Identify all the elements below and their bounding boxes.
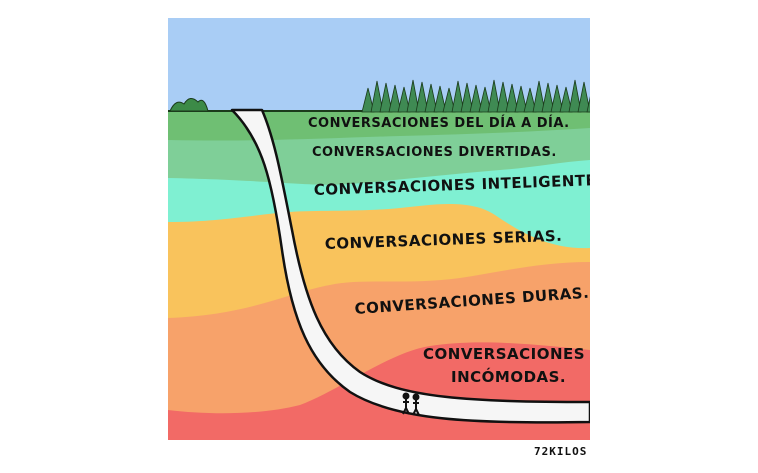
tree [460,82,474,113]
tree [487,79,501,113]
tree [433,85,447,113]
label-dia-a-dia: CONVERSACIONES DEL DÍA A DÍA. [308,115,570,131]
tree [451,80,465,113]
tree [559,86,573,113]
tree [541,82,555,113]
tree [379,82,393,113]
tree [469,84,483,113]
tree [532,80,546,113]
panel-content: CONVERSACIONES DEL DÍA A DÍA. CONVERSACI… [168,18,590,440]
label-incomodas-line1: CONVERSACIONES [423,345,585,363]
tree [388,84,402,113]
tree [397,86,411,113]
tree [514,85,528,113]
bushes-left [169,98,209,112]
tree [586,96,590,113]
hiker-figures [402,392,420,416]
tree [361,87,375,113]
tree [577,81,590,113]
tree [568,79,582,113]
tree [478,86,492,113]
forest [361,79,590,113]
tree [505,83,519,113]
tree [406,79,420,113]
tree [550,84,564,113]
layer-1-band [168,110,590,141]
signature: 72KILOS [534,445,587,458]
path [230,108,590,424]
tree [442,87,456,113]
label-incomodas-line2: INCÓMODAS. [451,367,566,386]
tree [496,81,510,113]
tree [370,80,384,113]
tree [523,87,537,113]
tree [415,81,429,113]
label-divertidas: CONVERSACIONES DIVERTIDAS. [312,145,557,160]
tree [424,83,438,113]
